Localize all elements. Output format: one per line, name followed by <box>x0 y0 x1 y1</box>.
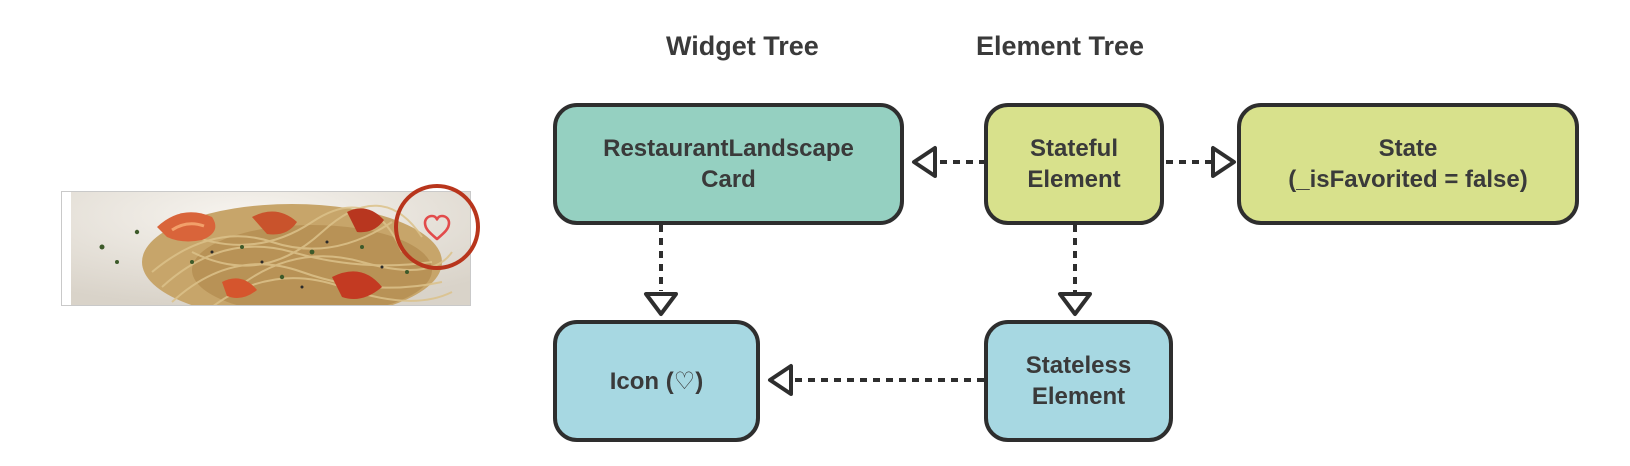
node-label-line2: Element <box>1031 383 1126 410</box>
arrowhead-down <box>1058 292 1092 316</box>
restaurant-landscape-card-node: RestaurantLandscape Card <box>553 103 904 225</box>
icon-node: Icon (♡) <box>553 320 760 442</box>
node-label-line1: RestaurantLandscape <box>603 135 854 162</box>
highlight-ring <box>394 184 480 270</box>
stateful-element-node: Stateful Element <box>984 103 1164 225</box>
arrowhead-left <box>768 364 793 396</box>
heart-icon <box>423 214 451 241</box>
node-label-line2: (_isFavorited = false) <box>1288 166 1528 193</box>
node-label-line1: Icon (♡) <box>609 367 704 395</box>
arrowhead-right <box>1211 146 1236 178</box>
node-label-line1: State <box>1378 135 1438 162</box>
widget-tree-heading: Widget Tree <box>666 31 819 61</box>
node-label-line2: Element <box>1027 166 1121 193</box>
state-node: State (_isFavorited = false) <box>1237 103 1579 225</box>
element-tree-heading: Element Tree <box>976 31 1145 61</box>
node-label-line1: Stateful <box>1029 135 1118 162</box>
stateless-element-node: Stateless Element <box>984 320 1173 442</box>
node-label-line2: Card <box>701 166 756 193</box>
arrowhead-down <box>644 292 678 316</box>
arrowhead-left <box>912 146 937 178</box>
node-label-line1: Stateless <box>1025 352 1132 379</box>
